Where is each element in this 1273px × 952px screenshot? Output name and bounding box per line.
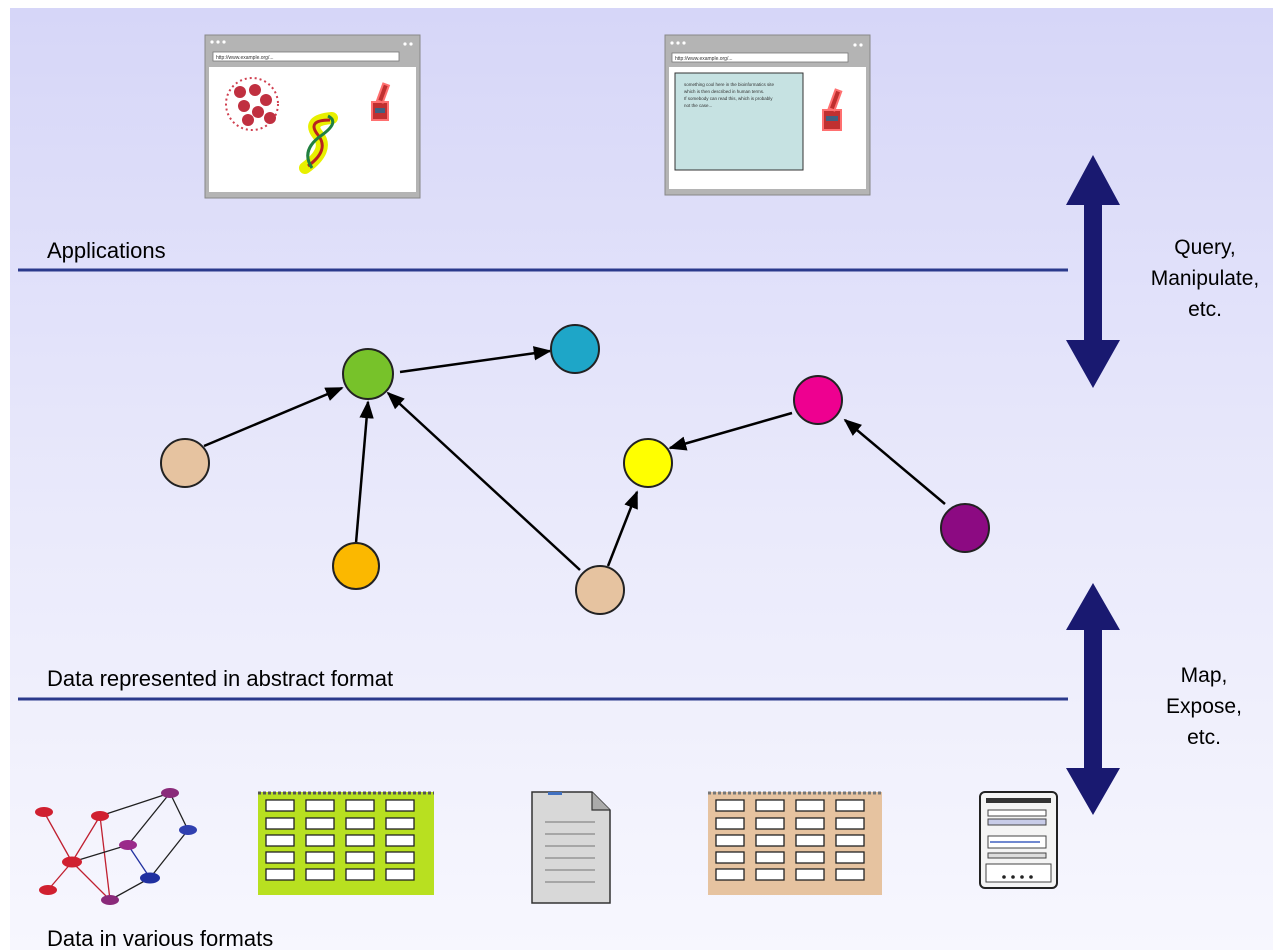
edge-tan-to-green <box>203 386 344 448</box>
dna-helix-icon <box>299 112 338 174</box>
browser-2-text-line-4: not the case... <box>684 103 712 108</box>
edge-green-to-cyan <box>399 346 552 374</box>
document-icon <box>531 791 611 904</box>
browser-1-url: http://www.example.org/... <box>216 55 274 61</box>
query-double-arrow <box>1066 155 1120 388</box>
microscope-icon-1 <box>371 82 391 121</box>
node-purple <box>940 503 990 553</box>
tan-table-icon <box>708 791 882 895</box>
query-label-line-1: Query, <box>1174 236 1236 259</box>
query-label-line-3: etc. <box>1188 298 1222 321</box>
edge-tan2-to-green <box>386 391 581 571</box>
browser-window-1 <box>204 34 421 199</box>
node-orange <box>332 542 380 590</box>
query-label-line-2: Manipulate, <box>1150 267 1260 290</box>
various-formats-label: Data in various formats <box>47 926 274 951</box>
node-green <box>342 348 394 400</box>
map-arrow-label: Map, Expose, etc. <box>1139 660 1269 753</box>
map-label-line-2: Expose, <box>1166 695 1242 718</box>
node-cyan <box>550 324 600 374</box>
map-label-line-1: Map, <box>1180 664 1228 687</box>
edge-magenta-to-yellow <box>668 411 793 451</box>
web-form-icon <box>979 791 1058 889</box>
green-table-icon <box>258 791 434 895</box>
browser-2-url: http://www.example.org/... <box>675 56 733 62</box>
abstract-format-label: Data represented in abstract format <box>47 666 394 691</box>
applications-label: Applications <box>47 238 166 263</box>
node-yellow <box>623 438 673 488</box>
browser-2-text-line-1: something cool here in the bioinformatic… <box>684 82 775 87</box>
map-double-arrow <box>1066 583 1120 815</box>
network-graph-icon <box>35 788 197 905</box>
browser-window-2 <box>664 34 871 196</box>
browser-2-text-line-3: If somebody can read this, which is prob… <box>684 96 773 101</box>
node-tan-center <box>575 565 625 615</box>
edge-purple-to-magenta <box>843 418 946 505</box>
node-magenta <box>793 375 843 425</box>
edge-orange-to-green <box>354 400 374 544</box>
query-arrow-label: Query, Manipulate, etc. <box>1140 232 1270 325</box>
protein-splat-icon <box>225 77 279 131</box>
map-label-line-3: etc. <box>1187 726 1221 749</box>
node-tan-left <box>160 438 210 488</box>
microscope-icon-2 <box>822 88 843 131</box>
browser-2-text-line-2: which is then described in human terms. <box>684 89 764 94</box>
edge-tan2-to-yellow <box>606 490 639 567</box>
